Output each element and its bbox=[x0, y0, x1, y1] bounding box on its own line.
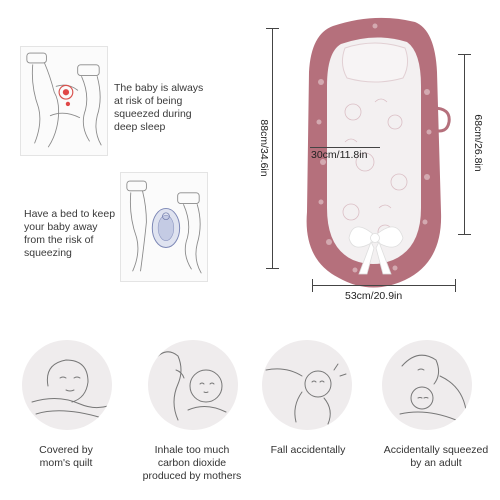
adult-squeezing-baby-icon bbox=[399, 354, 467, 421]
dim-tick-width-right bbox=[455, 279, 456, 292]
dim-line-width bbox=[312, 285, 456, 286]
caption-bed: Have a bed to keep your baby away from t… bbox=[24, 208, 116, 259]
dim-line-side bbox=[464, 54, 465, 234]
sketch-squeezed-baby bbox=[20, 46, 108, 156]
risk-adult-label: Accidentally squeezed by an adult bbox=[383, 444, 489, 469]
dim-line-inner bbox=[310, 147, 380, 148]
risk-quilt-label: Covered by mom's quilt bbox=[39, 444, 93, 469]
risk-adult-image bbox=[382, 340, 472, 430]
dim-label-inner: 30cm/11.8in bbox=[311, 149, 368, 161]
dim-label-width: 53cm/20.9in bbox=[345, 290, 403, 302]
risk-fall-label: Fall accidentally bbox=[270, 444, 346, 456]
baby-nest-illustration bbox=[126, 180, 202, 274]
dim-line-height bbox=[272, 28, 273, 268]
risk-co2-label: Inhale too much carbon dioxide produced … bbox=[142, 444, 242, 482]
risk-quilt-image bbox=[22, 340, 112, 430]
dim-tick-side-bottom bbox=[458, 234, 471, 235]
dim-tick-height-bottom bbox=[266, 268, 279, 269]
dim-label-side: 68cm/26.8in bbox=[472, 114, 484, 172]
dim-tick-side-top bbox=[458, 54, 471, 55]
risk-co2-image bbox=[148, 340, 238, 430]
dim-tick-height-top bbox=[266, 28, 279, 29]
baby-nest-product bbox=[275, 12, 475, 302]
baby-falling-icon bbox=[265, 363, 347, 425]
mother-baby-breathing-icon bbox=[153, 351, 227, 421]
sketch-baby-in-bed bbox=[120, 172, 208, 282]
dim-tick-width-left bbox=[312, 279, 313, 292]
risk-fall-image bbox=[262, 340, 352, 430]
baby-nest-image bbox=[306, 17, 451, 288]
dim-label-height: 88cm/34.6in bbox=[258, 119, 270, 177]
caption-squeezed: The baby is always at risk of being sque… bbox=[114, 82, 204, 133]
sleeping-parents-illustration bbox=[26, 52, 102, 148]
baby-covered-quilt-icon bbox=[31, 359, 109, 419]
